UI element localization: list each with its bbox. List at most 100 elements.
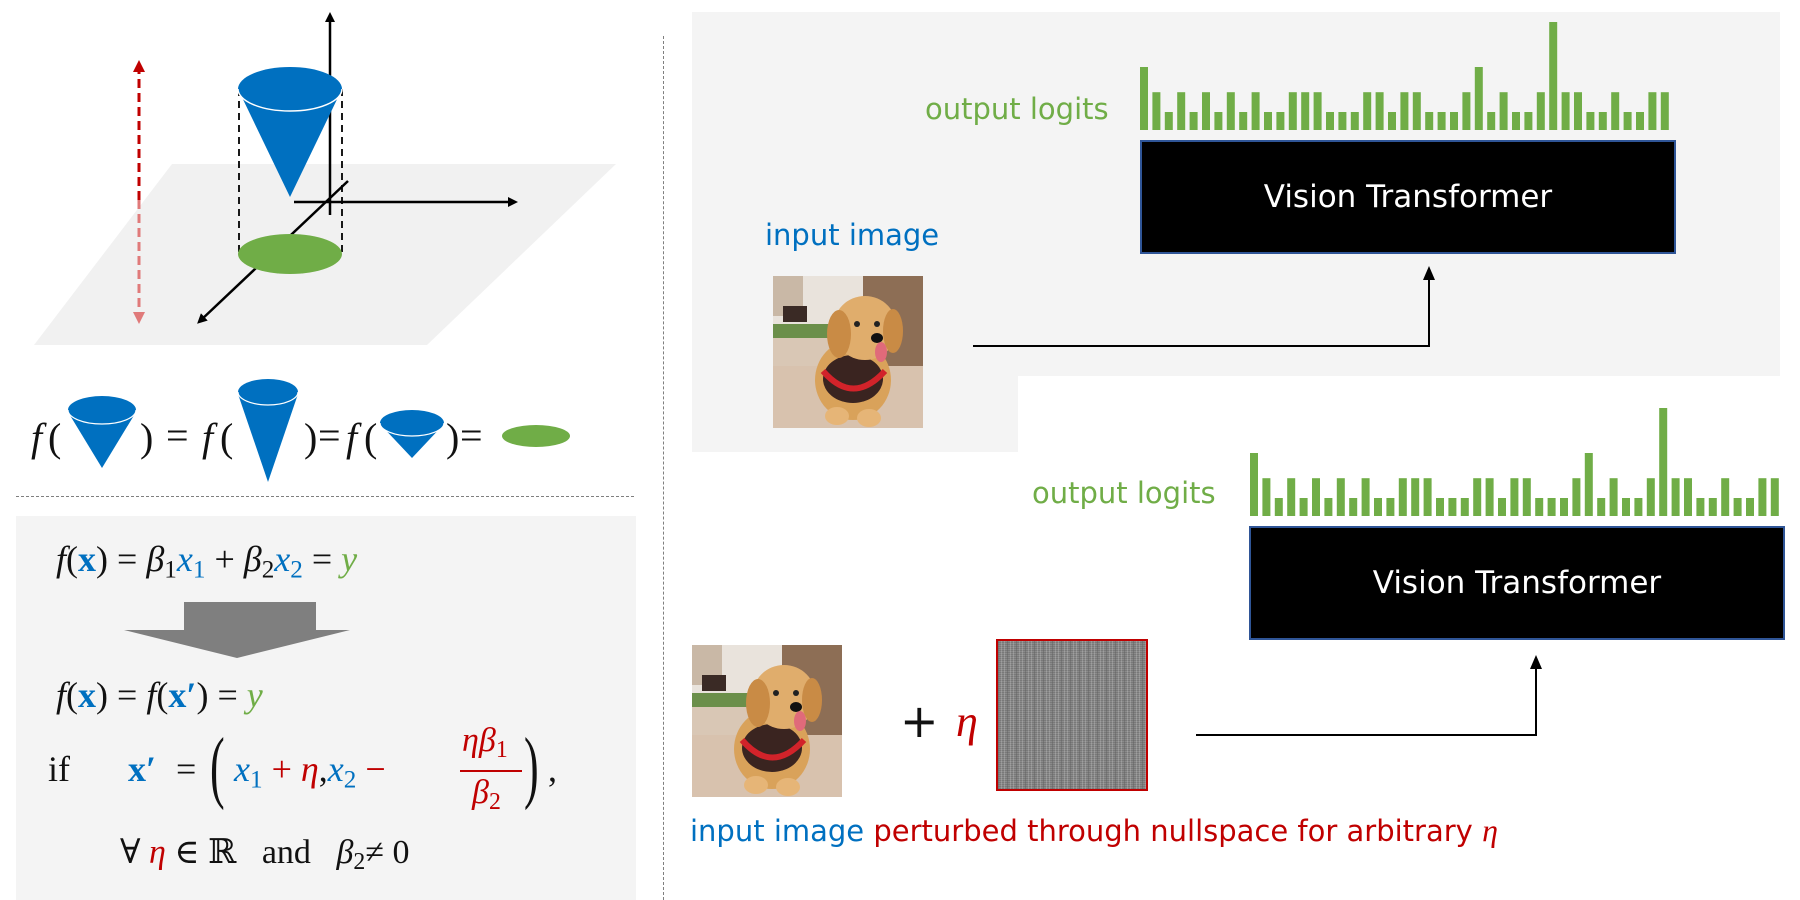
formula-paren-close-3: )	[446, 415, 460, 460]
eta-symbol: η	[956, 697, 978, 746]
equations-panel: f(x) = β1x1 + β2x2 = y f(x) = f(x′) = y …	[16, 516, 636, 900]
logit-bar	[1733, 498, 1742, 516]
logit-bar	[1425, 112, 1434, 130]
logit-bar	[1437, 112, 1446, 130]
eq3-num-eta: η	[462, 722, 479, 759]
logit-bar	[1202, 92, 1210, 130]
eq4-in: ∈	[174, 834, 200, 871]
logit-bar	[1336, 478, 1345, 516]
eq2-f2: f	[146, 675, 157, 715]
logit-bar	[1473, 478, 1482, 516]
logit-bar	[1436, 498, 1444, 516]
logit-bar	[1262, 478, 1271, 516]
top-vision-transformer-box: Vision Transformer	[1140, 140, 1676, 254]
logit-bar	[1598, 112, 1607, 130]
eq1-f: f	[56, 539, 67, 579]
eq1-x1: x	[176, 539, 193, 579]
logit-bar	[1487, 112, 1496, 130]
top-vision-transformer-label: Vision Transformer	[1263, 179, 1553, 215]
eq4-reals: ℝ	[208, 834, 237, 871]
formula-paren-close-1: )	[140, 415, 154, 460]
eq1-beta2-sub: 2	[261, 556, 275, 584]
logit-bar	[1226, 92, 1235, 130]
top-input-image-label: input image	[765, 218, 940, 252]
logit-bar	[1646, 478, 1655, 516]
logit-bar	[1522, 478, 1531, 516]
logit-bar	[1535, 498, 1544, 516]
logit-bar	[1708, 498, 1717, 516]
logit-bar	[1388, 112, 1396, 130]
logit-bar	[1549, 22, 1558, 130]
caption-perturbed-text: perturbed through nullspace for arbitrar…	[873, 814, 1473, 848]
equation-linear-model: f(x) = β1x1 + β2x2 = y	[56, 539, 358, 584]
formula-equals-2: =	[318, 413, 341, 458]
logit-bar	[1361, 478, 1370, 516]
formula-paren-open-1: (	[48, 415, 62, 460]
logit-bar	[1250, 453, 1258, 516]
eq3-den-sub: 2	[488, 788, 501, 815]
bottom-output-logits-label: output logits	[1032, 476, 1216, 510]
logit-bar	[1636, 112, 1644, 130]
logit-bar	[1288, 92, 1297, 130]
top-flow-arrow	[973, 266, 1435, 347]
bottom-vision-transformer-box: Vision Transformer	[1249, 526, 1785, 640]
logit-bar	[1684, 478, 1692, 516]
eq4-beta: β	[336, 834, 354, 871]
logit-bar	[1326, 112, 1334, 130]
logit-bar	[1140, 67, 1148, 130]
logit-bar	[1659, 408, 1668, 516]
logit-bar	[1274, 498, 1283, 516]
eq4-beta-sub: 2	[353, 848, 366, 875]
vertical-divider	[663, 36, 664, 900]
eq1-y: y	[341, 539, 358, 579]
eq1-x2: x	[274, 539, 291, 579]
logit-bar	[1386, 498, 1395, 516]
logit-bar	[1622, 498, 1630, 516]
eq1-beta1-sub: 1	[164, 556, 177, 584]
logit-bar	[1214, 112, 1223, 130]
eq3-big-paren-open: (	[210, 723, 225, 811]
top-input-dog-image	[773, 276, 923, 428]
logit-bar	[1485, 478, 1494, 516]
eq3-comma: ,	[318, 749, 328, 789]
logit-bar	[1287, 478, 1296, 516]
eq3-equals: =	[176, 749, 197, 789]
caption-eta: η	[1482, 812, 1498, 848]
eq3-num-sub: 1	[495, 736, 508, 763]
logit-bar	[1189, 112, 1198, 130]
logit-bar	[1276, 112, 1285, 130]
logit-bar	[1499, 92, 1508, 130]
cone-tall-icon	[237, 379, 299, 482]
eq3-x2: x	[327, 749, 344, 789]
eq4-eta: η	[149, 834, 166, 871]
bottom-vision-transformer-label: Vision Transformer	[1372, 565, 1662, 601]
eq4-forall: ∀	[120, 834, 141, 871]
eq1-beta1: β	[146, 539, 165, 579]
logit-bar	[1611, 92, 1620, 130]
formula-equals-1: =	[166, 413, 189, 458]
logit-bar	[1301, 92, 1310, 130]
logit-bar	[1412, 92, 1421, 130]
logit-bar	[1374, 498, 1382, 516]
logit-bar	[1423, 478, 1432, 516]
logit-bar	[1623, 112, 1632, 130]
eq2-f1: f	[56, 675, 67, 715]
equation-quantifier: ∀ η ∈ ℝ and β2≠ 0	[120, 832, 600, 880]
logit-bar	[1560, 498, 1568, 516]
eq1-x2-sub: 2	[290, 556, 303, 584]
formula-paren-open-3: (	[364, 415, 378, 460]
eq3-if: if	[48, 749, 70, 789]
cone-wide-icon	[379, 410, 445, 458]
logit-bar	[1251, 92, 1260, 130]
logit-bar	[1313, 92, 1322, 130]
logit-bar	[1721, 478, 1730, 516]
eq2-equals: =	[117, 675, 138, 715]
eq3-big-paren-close: )	[524, 723, 539, 811]
logit-bar	[1609, 478, 1618, 516]
eq1-x-vector: x	[78, 539, 97, 579]
eq3-plus: +	[271, 749, 292, 789]
logit-bar	[1152, 92, 1161, 130]
logit-bar	[1460, 498, 1469, 516]
logit-bar	[1586, 112, 1595, 130]
logit-bar	[1634, 498, 1643, 516]
